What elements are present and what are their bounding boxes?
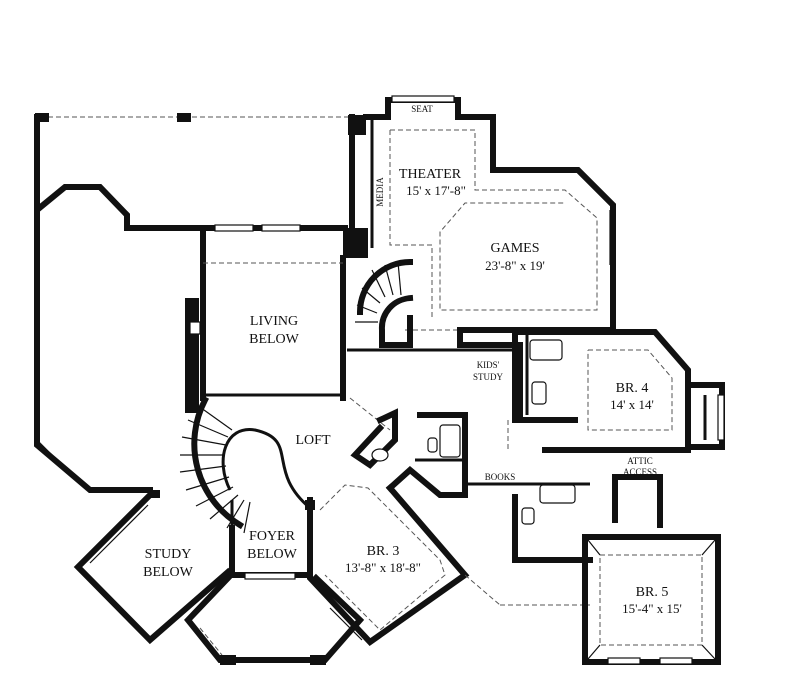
study-label-2: BELOW bbox=[143, 565, 194, 580]
games-name: GAMES bbox=[490, 241, 539, 256]
br5-bath bbox=[465, 474, 663, 563]
br3-walls bbox=[305, 483, 470, 646]
theater-games-walls bbox=[343, 95, 616, 333]
br5-walls bbox=[582, 534, 721, 665]
theater-dim: 15' x 17'-8" bbox=[406, 183, 466, 198]
br5-name: BR. 5 bbox=[636, 585, 669, 600]
room-labels: SEAT MEDIA THEATER 15' x 17'-8" GAMES 23… bbox=[143, 104, 682, 616]
center-bath bbox=[350, 408, 590, 606]
open-to-below-area bbox=[35, 113, 355, 122]
study-below-walls bbox=[73, 490, 233, 645]
foyer-label-2: BELOW bbox=[247, 547, 298, 562]
attic-label-2: ACCESS bbox=[623, 467, 657, 477]
seat-label: SEAT bbox=[411, 104, 433, 114]
study-label-1: STUDY bbox=[145, 547, 192, 562]
left-wing-walls bbox=[34, 114, 348, 493]
br4-dim: 14' x 14' bbox=[610, 397, 654, 412]
living-label-1: LIVING bbox=[250, 314, 298, 329]
br3-name: BR. 3 bbox=[367, 544, 400, 559]
br4-name: BR. 4 bbox=[616, 381, 649, 396]
entry-bay bbox=[184, 572, 365, 665]
kids-study-bath bbox=[507, 329, 578, 450]
loft-walls bbox=[347, 327, 523, 431]
theater-name: THEATER bbox=[399, 167, 462, 182]
loft-label: LOFT bbox=[296, 433, 331, 448]
foyer-label-1: FOYER bbox=[249, 529, 296, 544]
br5-dim: 15'-4" x 15' bbox=[622, 601, 682, 616]
kids-study-label-1: KIDS' bbox=[477, 360, 500, 370]
living-label-2: BELOW bbox=[249, 332, 300, 347]
media-label: MEDIA bbox=[375, 177, 385, 207]
games-dim: 23'-8" x 19' bbox=[485, 258, 545, 273]
theater-stair bbox=[355, 258, 414, 348]
living-below bbox=[185, 224, 346, 413]
theater-games-ceiling-outline bbox=[389, 129, 598, 318]
attic-label-1: ATTIC bbox=[627, 456, 653, 466]
grand-stair bbox=[179, 395, 311, 534]
kids-study-label-2: STUDY bbox=[473, 372, 504, 382]
books-label: BOOKS bbox=[485, 472, 516, 482]
br3-dim: 13'-8" x 18'-8" bbox=[345, 560, 421, 575]
br4-walls bbox=[542, 329, 725, 453]
